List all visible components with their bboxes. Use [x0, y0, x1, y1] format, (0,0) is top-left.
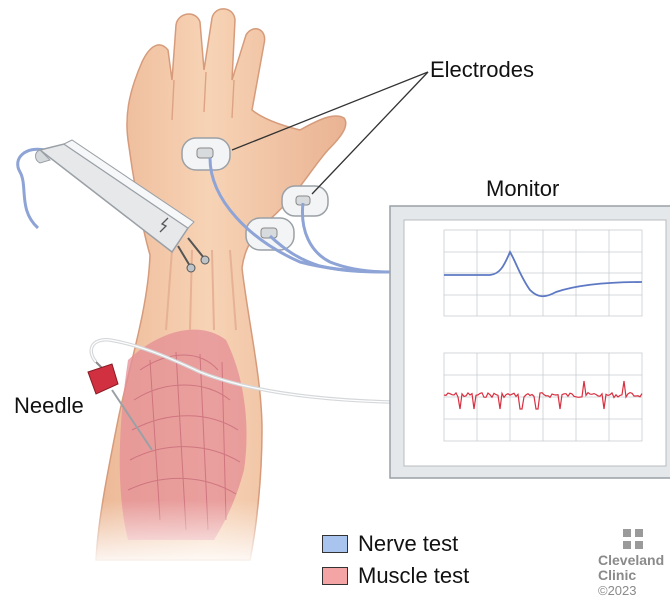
logo-wordmark-1: Cleveland	[598, 553, 670, 568]
legend-label: Nerve test	[358, 531, 458, 557]
monitor-label: Monitor	[486, 176, 559, 202]
muscle-test-swatch	[322, 567, 348, 585]
electrodes-label: Electrodes	[430, 57, 534, 83]
monitor	[390, 206, 670, 478]
nerve-test-swatch	[322, 535, 348, 553]
needle-label: Needle	[14, 393, 84, 419]
legend-label: Muscle test	[358, 563, 469, 589]
legend-item-nerve-test: Nerve test	[322, 531, 458, 557]
legend-item-muscle-test: Muscle test	[322, 563, 469, 589]
cleveland-clinic-logo-icon	[622, 528, 644, 550]
logo-wordmark-2: Clinic	[598, 568, 670, 583]
logo-copyright: ©2023	[598, 583, 670, 598]
arm-hand	[80, 9, 346, 570]
cleveland-clinic-logo: Cleveland Clinic ©2023	[598, 528, 670, 598]
